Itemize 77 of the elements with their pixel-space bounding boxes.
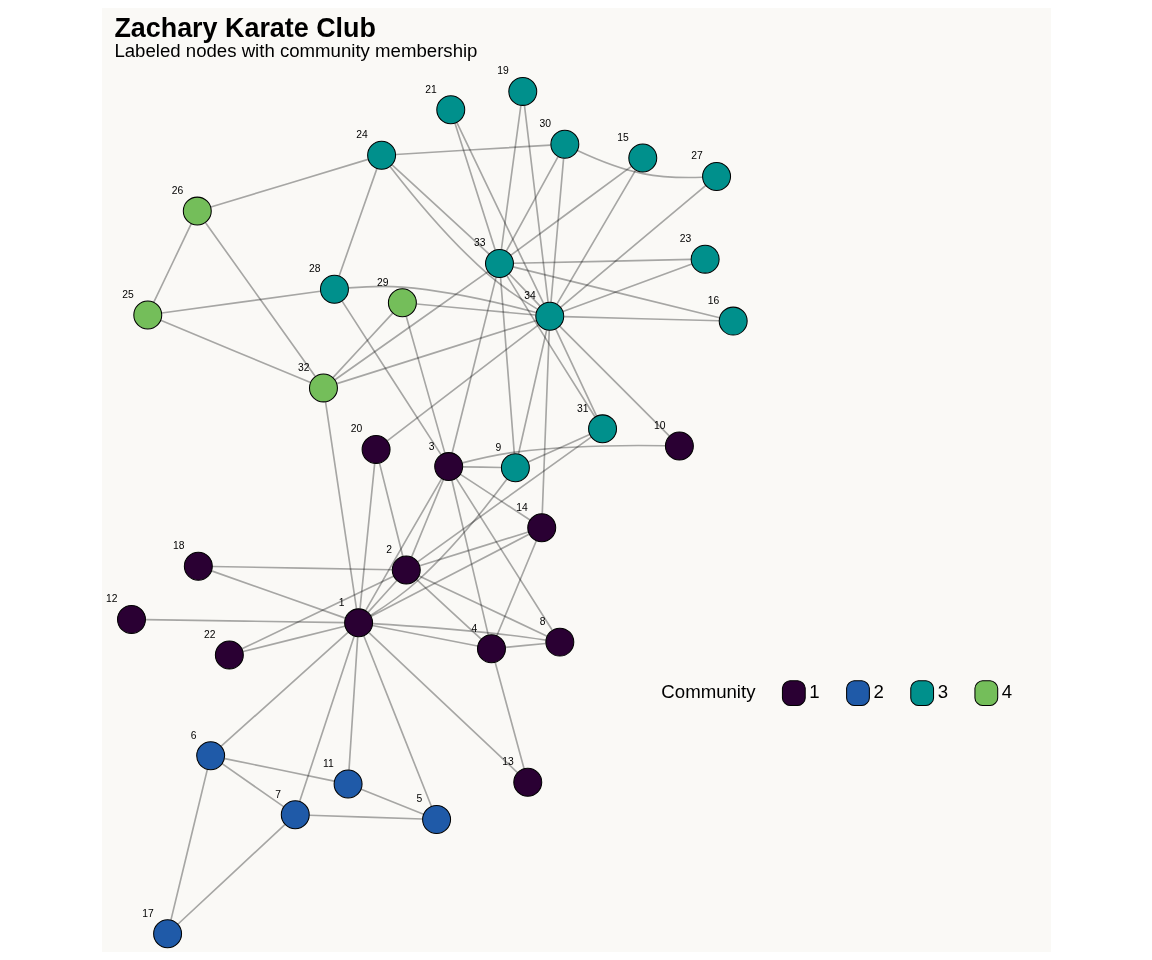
node-label: 1 [338,596,344,608]
node-label: 25 [121,288,134,300]
node-circle [435,95,465,125]
legend-label: 3 [937,680,948,702]
node-circle [664,431,694,461]
node-circle [387,288,417,318]
node-label: 33 [473,237,486,249]
node-circle [116,604,146,634]
node-circle [280,800,310,830]
node-label: 19 [496,65,509,77]
node-circle [182,196,212,226]
connector [240,575,394,650]
connector [367,631,518,774]
node-circle [183,551,213,581]
node-label: 3 [428,440,434,452]
legend-label: 1 [808,680,820,702]
diagram-title: Zachary Karate Club [113,12,376,43]
node-circle [333,769,363,799]
node-label: 32 [297,361,310,373]
node-label: 29 [376,276,388,288]
node-label: 11 [322,757,334,769]
node-circle [718,306,748,336]
node-circle [484,249,514,278]
node-label: 26 [171,185,183,197]
node-label: 18 [172,540,184,552]
node-circle [366,140,396,170]
node-label: 31 [576,402,589,414]
node-circle [195,741,225,771]
node-circle [500,453,530,483]
node-circle [512,767,542,797]
node-circle [361,434,391,464]
node-circle [152,919,182,949]
legend-label: 2 [873,680,884,702]
node-label: 2 [385,543,392,555]
node-circle [701,161,731,191]
node-circle [433,452,463,482]
node-circle [308,373,338,403]
node-label: 27 [690,150,703,162]
node-label: 4 [471,622,477,634]
legend-label: 4 [1001,680,1012,702]
node-circle [627,143,657,173]
node-label: 15 [616,131,629,143]
node-label: 5 [416,793,422,805]
node-label: 20 [350,423,362,435]
node-label: 6 [190,729,196,741]
node-label: 13 [501,756,514,768]
node-label: 16 [707,295,719,307]
node-circle [214,640,244,670]
node-label: 23 [679,233,691,245]
node-circle [507,76,537,106]
node-circle [343,608,373,638]
node-circle [421,804,451,834]
node-circle [526,513,556,543]
node-label: 34 [523,290,536,302]
node-label: 24 [355,129,368,141]
node-label: 9 [494,441,501,453]
node-circle [391,555,421,585]
node-circle [587,414,617,444]
node-circle [476,634,506,664]
node-circle [544,627,574,657]
node-label: 22 [203,628,215,640]
node-label: 7 [274,788,281,800]
node-circle [319,274,349,304]
node-label: 30 [538,118,551,130]
node-circle [690,244,720,274]
node-label: 8 [539,616,546,628]
node-label: 14 [515,501,528,513]
node-label: 21 [424,83,437,95]
node-circle [534,301,564,331]
node-label: 10 [653,419,665,431]
node-label: 28 [308,263,321,275]
node-label: 17 [141,907,154,919]
label: Community [660,680,755,702]
connector [416,436,592,563]
node-circle [549,129,579,159]
node-circle [132,300,162,330]
node-label: 12 [105,593,118,605]
